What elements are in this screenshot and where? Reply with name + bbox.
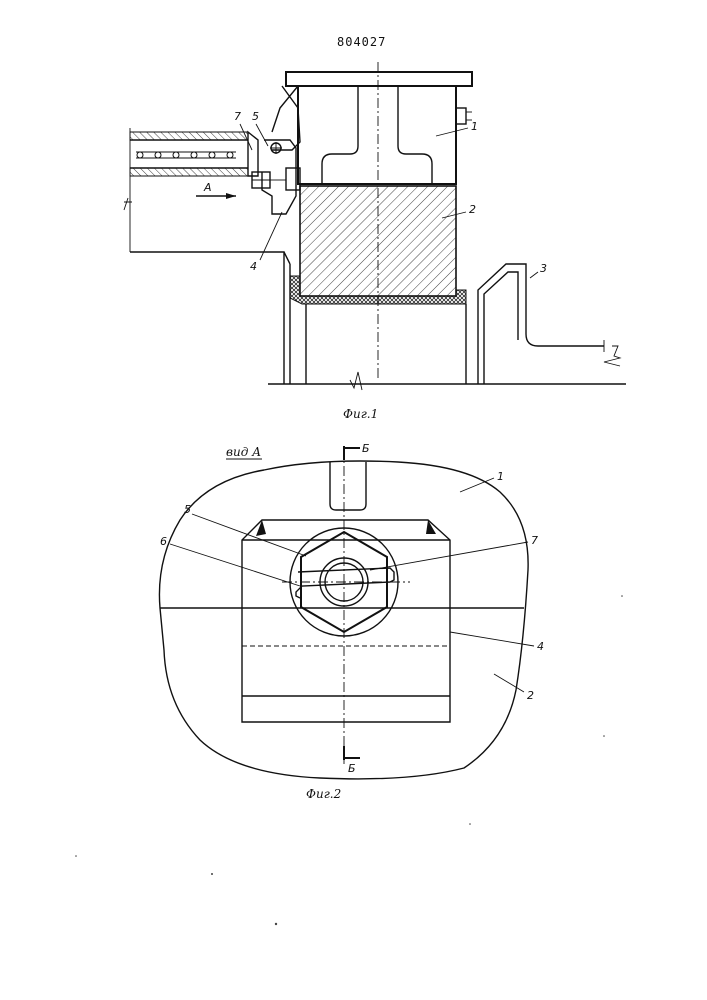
callout-3: 3 [540,262,547,275]
part-3 [478,264,604,384]
left-wall [130,252,290,384]
figure-2-caption: Фиг.2 [306,787,341,801]
callout-7: 7 [234,110,241,123]
fig2-callout-2: 2 [527,689,534,702]
clamp-plate-4 [242,520,450,722]
figure-1: А 1 2 3 4 5 7 Фиг.1 [124,62,626,421]
housing-top-flange [286,72,472,86]
callout-2: 2 [469,203,476,216]
section-label-top: Б [362,442,370,455]
fig2-callout-1: 1 [497,470,504,483]
fig2-callout-7: 7 [531,534,538,547]
view-arrow-a-label: А [203,181,212,194]
section-mark-top [344,446,360,460]
section-mark-bottom [344,746,360,760]
housing-side-bolt [456,108,466,124]
top-slot [330,462,366,510]
lock-pin [296,568,394,598]
callout-1: 1 [471,120,478,133]
housing-inner-pocket [322,86,432,184]
callout-4: 4 [250,260,257,273]
lower-shaft [306,304,466,384]
section-label-bottom: Б [348,762,356,775]
figure-2: вид А Б Б 1 5 6 [159,442,544,801]
figure-1-caption: Фиг.1 [343,407,378,421]
callout-5: 5 [252,110,259,123]
tube-assembly [124,128,258,252]
view-a-title: вид А [226,445,261,459]
fig2-callout-4: 4 [537,640,544,653]
break-mark-right [604,340,620,366]
weld-left [256,520,266,536]
break-mark-bottom [350,372,362,390]
fig2-callout-5: 5 [184,503,191,516]
patent-number: 804027 [337,35,386,49]
fig2-callout-6: 6 [160,535,167,548]
